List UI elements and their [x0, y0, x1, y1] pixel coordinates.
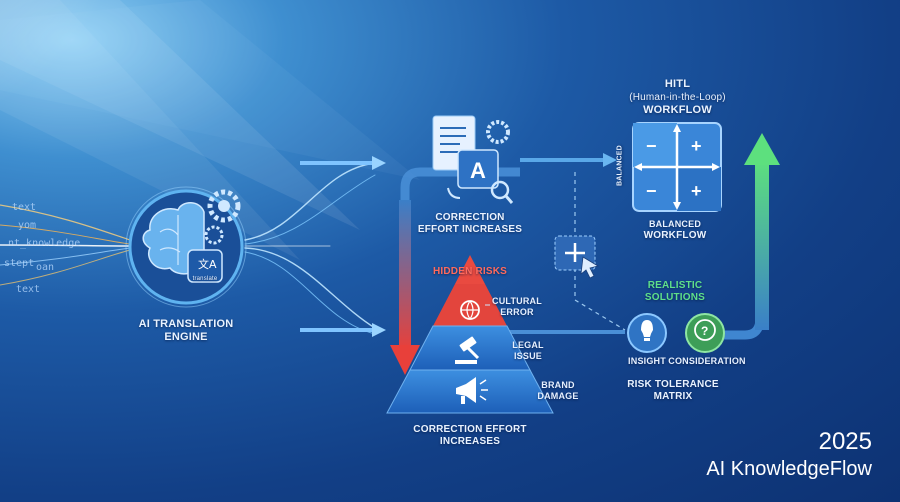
code-snippet: text — [16, 284, 41, 295]
risk-item-text: BRAND DAMAGE — [537, 380, 579, 401]
hitl-title-line: (Human-in-the-Loop) — [629, 92, 726, 103]
risk-pyramid — [386, 255, 554, 414]
ai-engine-node: 文A — [125, 186, 247, 308]
solutions-title: REALISTIC SOLUTIONS — [615, 280, 735, 304]
insight-node — [627, 313, 667, 353]
top-flow-arrow — [300, 156, 386, 170]
hitl-matrix-icon: − + − + — [632, 122, 722, 212]
code-snippet: oan — [36, 262, 55, 273]
risk-item-brand: BRAND DAMAGE — [533, 380, 583, 402]
consideration-label: CONSIDERATION — [668, 356, 746, 366]
hitl-title-line: HITL — [664, 78, 691, 90]
risk-matrix-line: MATRIX — [653, 391, 693, 402]
footer-brand: AI KnowledgeFlow — [706, 458, 872, 480]
risk-matrix-line: RISK TOLERANCE — [627, 379, 719, 390]
footer-year: 2025 — [818, 428, 872, 455]
svg-text:−: − — [646, 136, 657, 156]
bottom-correction-label: CORRECTION EFFORT INCREASES — [395, 424, 545, 448]
insight-label: INSIGHT — [628, 356, 666, 366]
top-node-label: CORRECTION EFFORT INCREASES — [405, 212, 535, 236]
risk-matrix-label: RISK TOLERANCE MATRIX — [608, 379, 738, 403]
small-gear-icon — [486, 120, 510, 144]
risk-item-legal: LEGAL ISSUE — [508, 340, 548, 362]
magnifier-icon — [490, 180, 510, 200]
document-translate-node: A — [432, 115, 514, 204]
engine-label-line: AI TRANSLATION — [138, 318, 234, 330]
thinking-head-icon — [694, 319, 716, 341]
translate-glyph-icon: 文A — [198, 257, 217, 271]
cursor-icon — [580, 256, 600, 279]
svg-text:−: − — [646, 181, 657, 201]
code-snippet: text — [12, 202, 37, 213]
hitl-side-label: BALANCED — [616, 145, 624, 186]
hitl-bottom-line: WORKFLOW — [643, 230, 707, 241]
code-snippet: nt_knowledge — [8, 238, 81, 249]
svg-text:A: A — [470, 158, 486, 183]
gavel-icon — [455, 336, 480, 364]
risk-down-arrow — [390, 200, 420, 375]
code-snippet: stept — [4, 258, 35, 269]
bottom-correction-line: INCREASES — [439, 436, 501, 447]
hidden-risks-title: HIDDEN RISKS — [432, 266, 508, 277]
top-node-label-line: EFFORT INCREASES — [417, 224, 523, 235]
consideration-node: ? — [685, 313, 725, 353]
hitl-title: HITL (Human-in-the-Loop) WORKFLOW — [600, 78, 755, 117]
bottom-flow-arrow — [300, 323, 386, 337]
code-snippet: yom — [18, 220, 37, 231]
input-stream-lines — [0, 204, 131, 286]
translate-badge — [187, 249, 223, 283]
add-tile-icon — [554, 235, 600, 279]
gear-icon — [204, 189, 241, 245]
solutions-title-line: REALISTIC — [647, 280, 703, 291]
engine-label-line: ENGINE — [164, 331, 208, 343]
engine-label: AI TRANSLATION ENGINE — [126, 318, 246, 344]
bottom-correction-line: CORRECTION EFFORT — [413, 424, 527, 435]
megaphone-icon — [456, 377, 488, 404]
risk-item-text: LEGAL ISSUE — [512, 340, 544, 361]
hitl-bottom-label: BALANCED WORKFLOW — [615, 218, 735, 242]
solutions-title-line: SOLUTIONS — [644, 292, 706, 303]
translate-badge-text: translate — [192, 276, 218, 282]
risk-item-cultural: CULTURAL ERROR — [488, 296, 546, 318]
top-node-label-line: CORRECTION — [435, 212, 505, 223]
hitl-title-line: WORKFLOW — [643, 104, 712, 116]
lightbulb-icon — [641, 320, 653, 337]
risk-item-text: CULTURAL ERROR — [492, 296, 542, 317]
solution-up-arrow — [744, 133, 780, 330]
hitl-bottom-line: BALANCED — [648, 219, 702, 229]
svg-text:+: + — [691, 136, 702, 156]
output-stream-lines — [244, 162, 376, 335]
svg-text:?: ? — [701, 324, 708, 338]
svg-text:+: + — [691, 181, 702, 201]
